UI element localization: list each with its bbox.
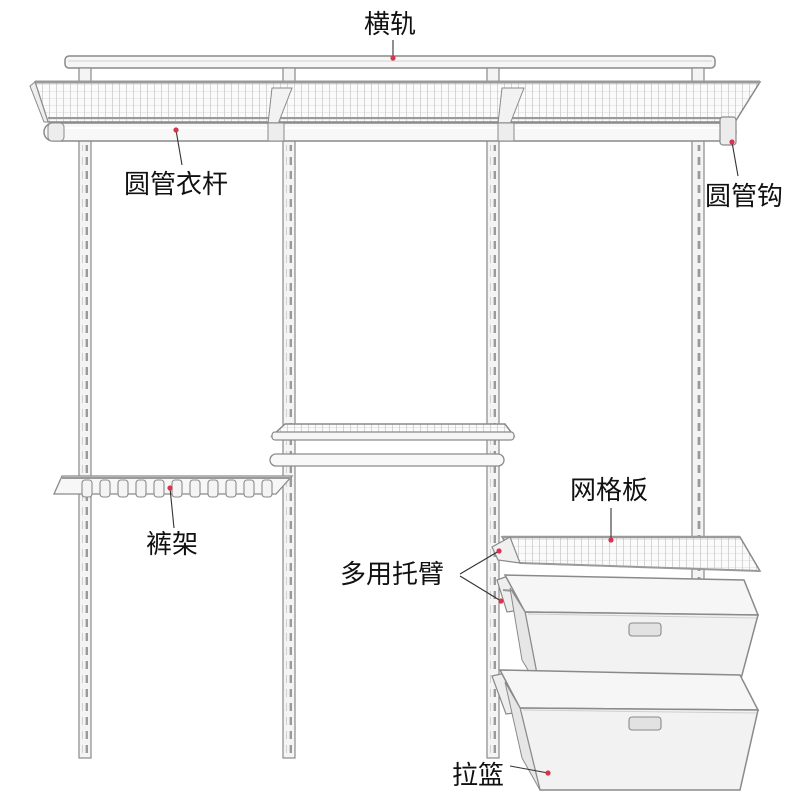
leader-lines — [169, 40, 739, 774]
hanging-rod — [43, 122, 737, 142]
lower-wire-shelf — [491, 535, 762, 572]
middle-hanging-rod — [269, 453, 505, 467]
trouser-rack — [52, 475, 294, 498]
rod-hook — [719, 116, 737, 146]
leader-trouser-rack — [169, 487, 175, 529]
label-hanging-rod: 圆管衣杆 — [124, 170, 229, 200]
marker-dot — [496, 548, 502, 554]
marker-dot — [729, 139, 735, 145]
pull-basket — [503, 574, 760, 691]
leader-hanging-rod — [175, 129, 183, 166]
marker-dot — [498, 598, 504, 604]
label-wire-shelf: 网格板 — [570, 476, 649, 506]
vertical-standard — [78, 67, 92, 759]
top-wire-shelf — [29, 80, 762, 125]
leader-bracket-upper — [459, 550, 500, 575]
marker-dot — [167, 485, 173, 491]
middle-wire-shelf — [270, 423, 516, 441]
marker-dot — [173, 127, 179, 133]
marker-dot — [545, 770, 551, 776]
leader-rod-hook — [731, 141, 739, 177]
label-multi-bracket: 多用托臂 — [340, 560, 445, 590]
vertical-standard — [282, 67, 296, 759]
label-top-rail: 横轨 — [364, 10, 417, 40]
leader-pull-basket — [509, 765, 549, 774]
pull-basket — [498, 669, 760, 791]
marker-dots — [167, 55, 735, 776]
label-pull-basket: 拉篮 — [452, 761, 505, 791]
leader-bracket-lower — [459, 575, 502, 602]
vertical-standard — [486, 67, 500, 759]
label-trouser-rack: 裤架 — [146, 530, 199, 560]
top-rail — [64, 55, 716, 69]
marker-dot — [608, 537, 614, 543]
marker-dot — [390, 55, 396, 61]
label-rod-hook: 圆管钩 — [705, 182, 784, 212]
